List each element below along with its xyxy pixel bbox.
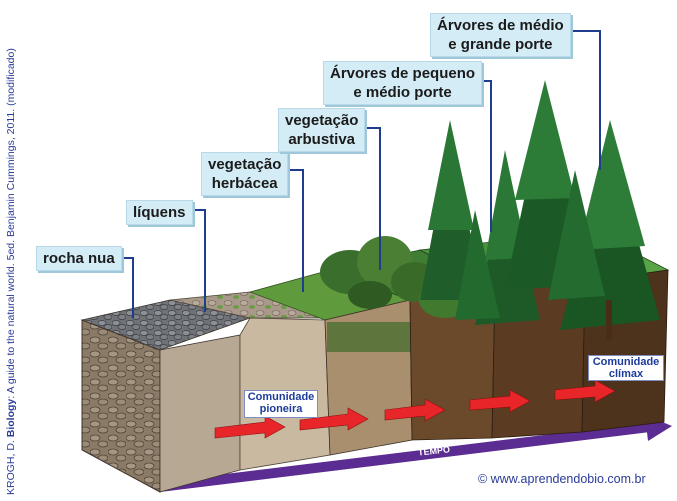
large-trees [505,80,660,340]
label-arvores-pequeno-porte: Árvores de pequeno e médio porte [323,61,483,105]
block-rocha-side [159,334,241,493]
label-rocha-nua: rocha nua [36,246,122,271]
leader-arbustiva [360,127,381,270]
label-arvores-grande-porte: Árvores de médio e grande porte [430,13,571,57]
herbacea-grass-layer [327,322,411,352]
credit-author: KROGH, D. [5,437,17,495]
credit-rest: : A guide to the natural world. 5ed. Ben… [5,48,17,399]
leader-grande [562,30,601,170]
tag-comunidade-climax: Comunidade clímax [588,355,664,381]
website-credit: © www.aprendendobio.com.br [478,472,646,486]
label-vegetacao-herbacea: vegetação herbácea [201,152,289,196]
leader-herbacea [285,169,304,292]
time-axis-bar [160,422,650,492]
time-arrows [214,379,616,439]
arrow-2 [299,407,369,431]
credit-title: Biology [5,398,17,438]
label-liquens: líquens [126,200,193,225]
arrow-3 [384,398,446,422]
tag-comunidade-pioneira: Comunidade pioneira [244,390,318,418]
source-credit: KROGH, D. Biology: A guide to the natura… [5,48,17,495]
arrow-1 [214,415,286,439]
arrow-5 [554,379,616,403]
label-vegetacao-arbustiva: vegetação arbustiva [278,108,366,152]
arrow-4 [469,389,531,413]
